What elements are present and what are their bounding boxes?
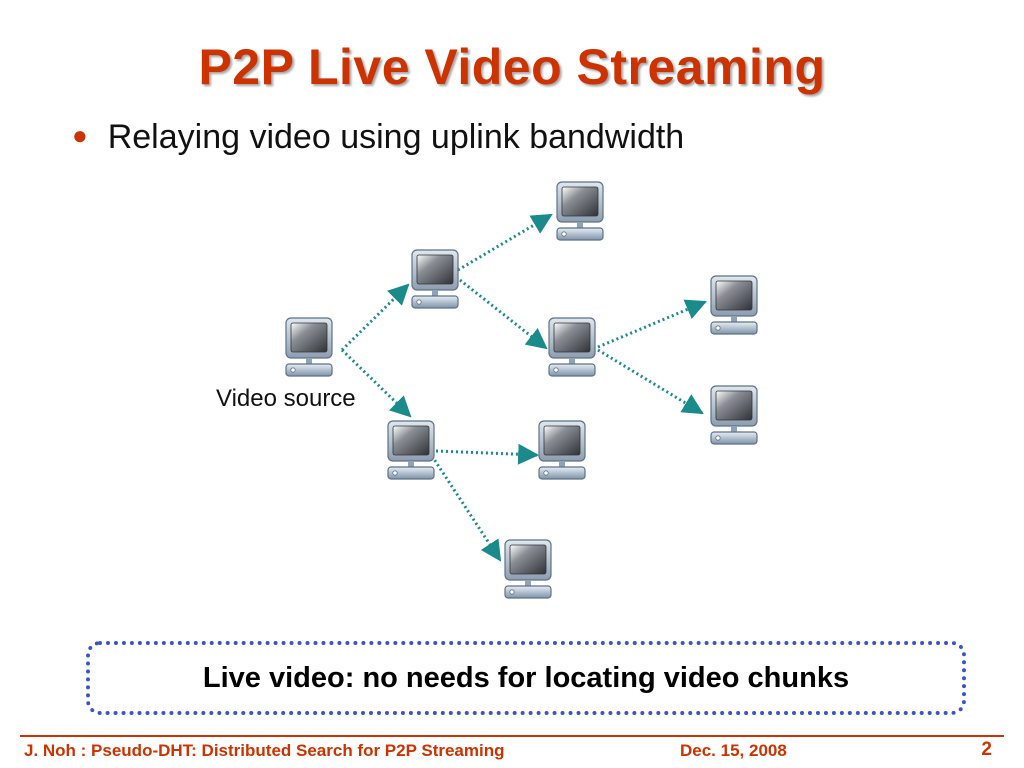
computer-icon bbox=[285, 317, 333, 377]
computer-icon bbox=[387, 420, 435, 480]
p2p-diagram bbox=[285, 181, 758, 599]
arrow-peer4-to-peer6 bbox=[597, 348, 704, 415]
video-source-label: Video source bbox=[216, 385, 356, 412]
bullet-text: Relaying video using uplink bandwidth bbox=[107, 118, 685, 156]
arrow-peer2-to-peer7 bbox=[435, 443, 540, 465]
arrow-peer4-to-peer5 bbox=[597, 299, 707, 349]
slide-title: P2P Live Video Streaming bbox=[198, 39, 826, 95]
arrow-peer1-to-peer4 bbox=[459, 278, 548, 350]
arrow-source-to-peer1 bbox=[340, 283, 410, 352]
footer-date: Dec. 15, 2008 bbox=[680, 741, 787, 760]
computer-icon bbox=[538, 420, 586, 480]
computer-icon bbox=[548, 317, 596, 377]
bullet-dot-icon: ● bbox=[72, 120, 88, 150]
callout-box: Live video: no needs for locating video … bbox=[86, 641, 966, 715]
footer-citation: J. Noh : Pseudo-DHT: Distributed Search … bbox=[24, 741, 505, 760]
footer-divider bbox=[20, 735, 1004, 737]
callout-text: Live video: no needs for locating video … bbox=[202, 661, 850, 694]
bullet-item: ● Relaying video using uplink bandwidth bbox=[72, 118, 684, 157]
computer-icon bbox=[504, 539, 552, 599]
arrow-peer2-to-peer8 bbox=[430, 455, 502, 562]
arrow-peer1-to-peer3 bbox=[457, 213, 553, 272]
page-number: 2 bbox=[981, 739, 992, 760]
computer-icon bbox=[556, 181, 604, 241]
computer-icon bbox=[411, 249, 459, 309]
computer-icon bbox=[710, 385, 758, 445]
arrow-source-to-peer2 bbox=[340, 348, 412, 418]
computer-icon bbox=[710, 275, 758, 335]
